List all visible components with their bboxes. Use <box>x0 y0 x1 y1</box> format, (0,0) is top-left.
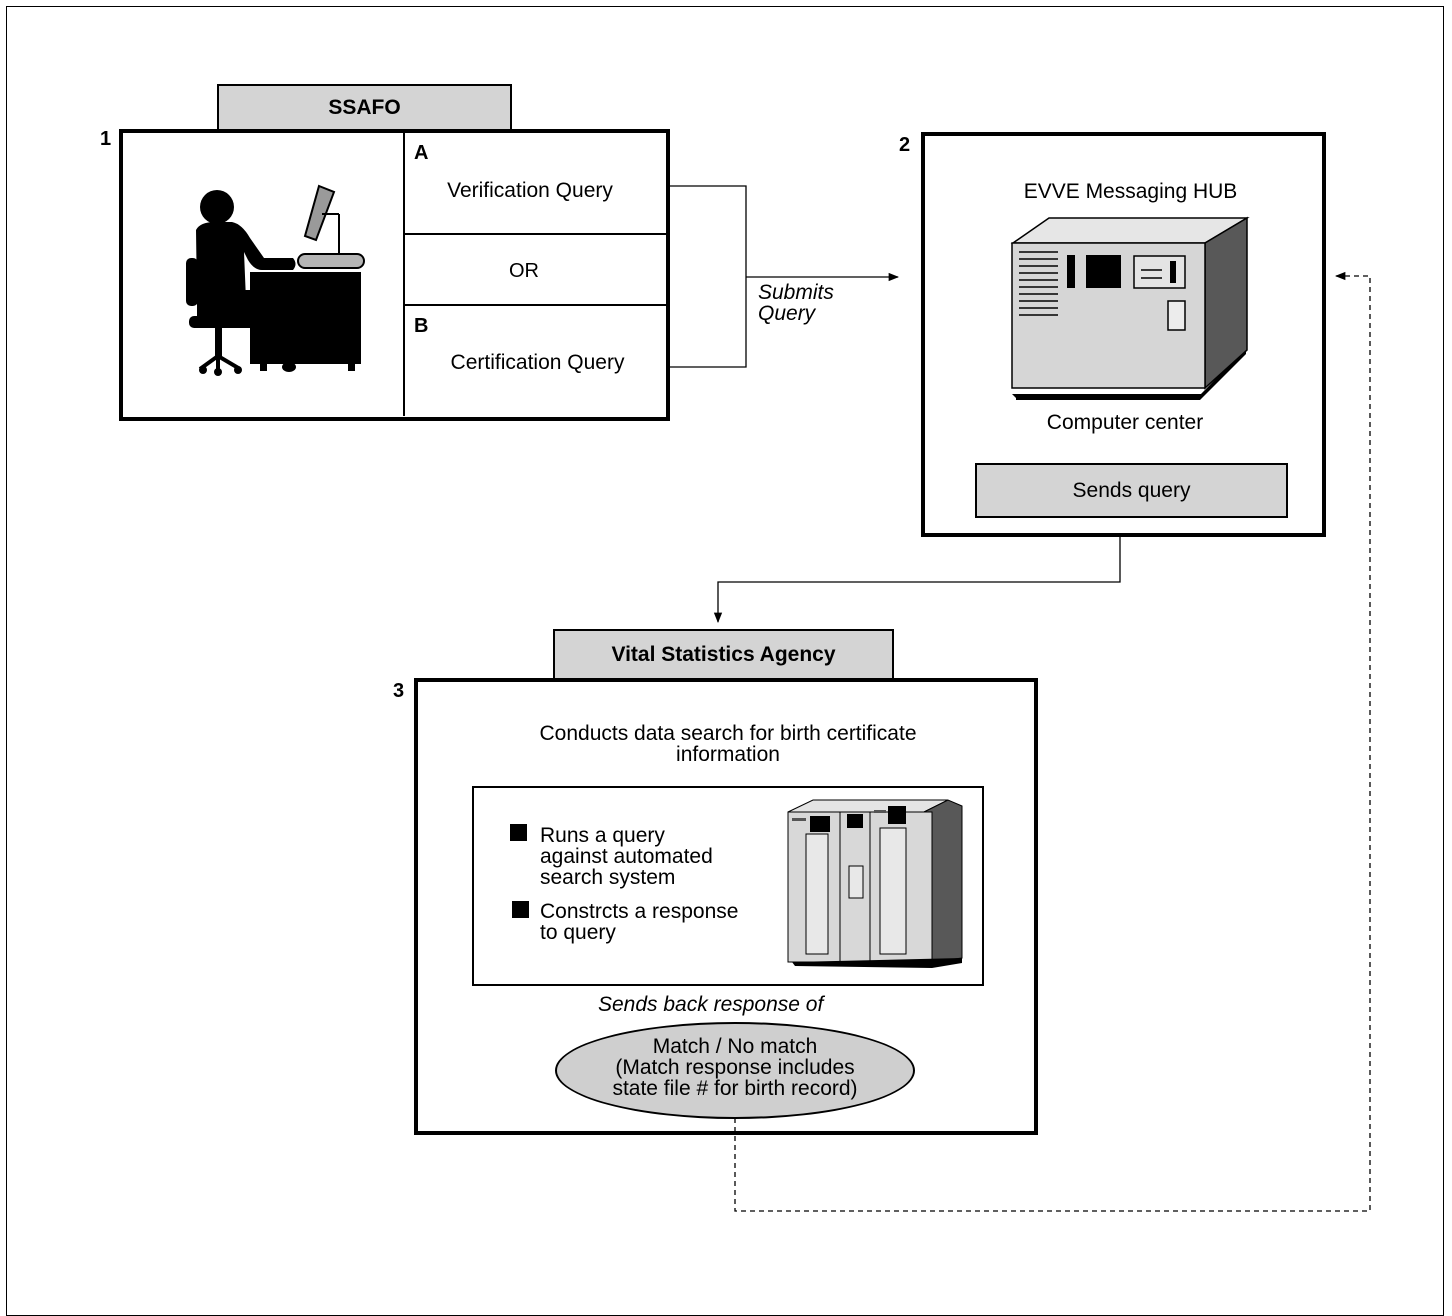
search-system-panel <box>472 786 984 986</box>
submits-query-label: Submits Query <box>758 282 834 324</box>
hub-box <box>921 132 1326 537</box>
bullet-run-query: Runs a query against automated search sy… <box>540 825 713 888</box>
vital-statistics-tab: Vital Statistics Agency <box>553 629 894 681</box>
submits-query-connector <box>670 185 900 368</box>
ssafo-box <box>119 129 670 421</box>
computer-terminal-icon <box>1010 216 1250 400</box>
match-result-ellipse <box>555 1022 915 1119</box>
or-label: OR <box>509 260 539 282</box>
submits-query-line-1: Submits <box>758 281 834 304</box>
vital-statistics-box <box>414 678 1038 1135</box>
bullet-construct-response: Constrcts a response to query <box>540 901 738 943</box>
sends-back-label: Sends back response of <box>598 993 824 1016</box>
match-result-line-3: state file # for birth record) <box>612 1077 858 1100</box>
step-number-3: 3 <box>393 680 405 702</box>
ssafo-tab: SSAFO <box>217 84 512 132</box>
sends-query-label: Sends query <box>1072 478 1191 502</box>
data-search-title-line-1: Conducts data search for birth certifica… <box>539 722 917 745</box>
response-return-connector <box>734 271 1371 1212</box>
bullet-run-query-line-2: against automated <box>540 845 713 868</box>
data-search-title-line-2: information <box>676 743 780 766</box>
bullet-icon <box>512 901 529 918</box>
person-at-desk-icon <box>186 184 365 376</box>
mainframe-cabinet-icon <box>787 799 963 968</box>
bullet-construct-response-line-2: to query <box>540 921 616 944</box>
verification-query-option: Verification Query <box>447 179 613 202</box>
ssafo-row-divider-1 <box>405 233 666 235</box>
option-a-letter: A <box>414 142 429 164</box>
submits-query-line-2: Query <box>758 302 816 325</box>
match-result-text: Match / No match (Match response include… <box>555 1036 915 1099</box>
step-number-2: 2 <box>899 134 911 156</box>
match-result-line-2: (Match response includes <box>615 1056 855 1079</box>
certification-query-option: Certification Query <box>450 351 625 374</box>
bullet-run-query-line-1: Runs a query <box>540 824 665 847</box>
option-b-letter: B <box>414 315 429 337</box>
computer-center-caption: Computer center <box>1046 411 1204 434</box>
ssafo-row-divider-2 <box>405 304 666 306</box>
ssafo-divider <box>403 133 405 416</box>
step-number-1: 1 <box>100 128 112 150</box>
ssafo-label: SSAFO <box>328 96 401 119</box>
vital-statistics-label: Vital Statistics Agency <box>611 643 836 666</box>
sends-query-box: Sends query <box>975 463 1288 518</box>
bullet-icon <box>510 824 527 841</box>
hub-title: EVVE Messaging HUB <box>1023 180 1238 203</box>
sends-query-connector <box>713 537 1121 624</box>
data-search-title: Conducts data search for birth certifica… <box>418 723 1038 765</box>
bullet-run-query-line-3: search system <box>540 866 676 889</box>
match-result-line-1: Match / No match <box>652 1035 818 1058</box>
bullet-construct-response-line-1: Constrcts a response <box>540 900 739 923</box>
